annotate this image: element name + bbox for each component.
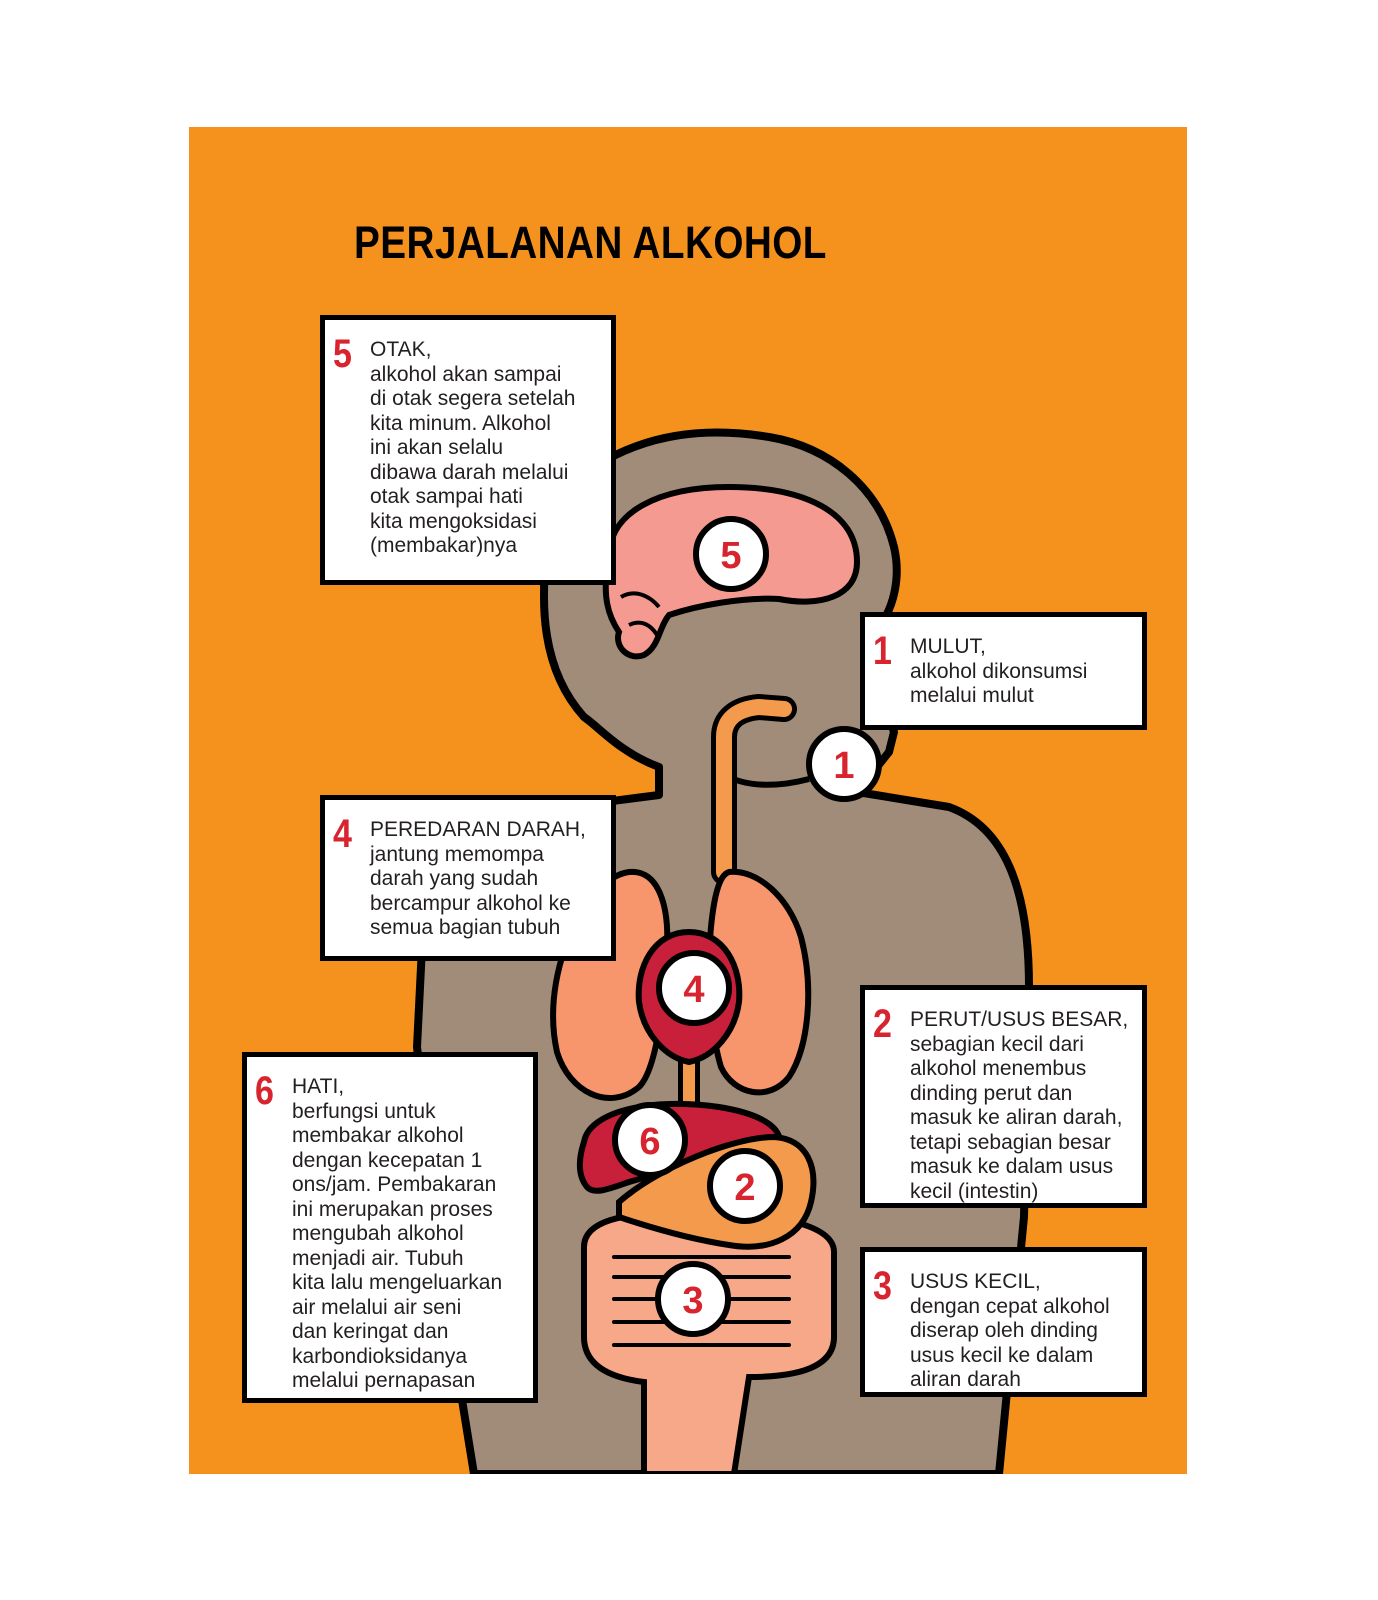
step-body: alkohol akan sampai di otak segera setel… [370, 362, 576, 558]
esophagus-inner [716, 698, 792, 880]
step-heading: HATI, [292, 1075, 345, 1098]
step-body: sebagian kecil dari alkohol menembus din… [910, 1032, 1123, 1203]
marker-1[interactable]: 1 [806, 726, 882, 802]
step-description: MULUT,alkohol dikonsumsi melalui mulut [910, 635, 1138, 709]
marker-1-label: 1 [833, 745, 854, 787]
info-box-small-intestine: 3 USUS KECIL,dengan cepat alkohol disera… [860, 1247, 1147, 1397]
step-heading: MULUT, [910, 635, 986, 658]
step-body: alkohol dikonsumsi melalui mulut [910, 659, 1088, 708]
step-body: dengan cepat alkohol diserap oleh dindin… [910, 1294, 1110, 1392]
brain-fold [619, 591, 661, 637]
step-heading: OTAK, [370, 338, 432, 361]
step-number: 2 [873, 1002, 892, 1046]
marker-3-label: 3 [682, 1280, 703, 1322]
marker-4[interactable]: 4 [656, 950, 732, 1026]
step-number: 1 [873, 629, 892, 673]
info-box-mouth: 1 MULUT,alkohol dikonsumsi melalui mulut [860, 612, 1147, 730]
info-box-blood-circulation: 4 PEREDARAN DARAH,jantung memompa darah … [320, 795, 616, 961]
step-number: 6 [255, 1069, 274, 1113]
step-description: OTAK,alkohol akan sampai di otak segera … [370, 338, 607, 559]
marker-5-label: 5 [720, 535, 741, 577]
marker-2[interactable]: 2 [707, 1148, 783, 1224]
marker-2-label: 2 [734, 1167, 755, 1209]
step-body: jantung memompa darah yang sudah bercamp… [370, 842, 571, 940]
page-title: PERJALANAN ALKOHOL [354, 217, 827, 268]
step-number: 5 [333, 332, 352, 376]
step-body: berfungsi untuk membakar alkohol dengan … [292, 1099, 503, 1393]
marker-3[interactable]: 3 [655, 1261, 731, 1337]
info-box-brain: 5 OTAK,alkohol akan sampai di otak seger… [320, 315, 616, 585]
info-box-liver: 6 HATI,berfungsi untuk membakar alkohol … [242, 1052, 538, 1403]
step-description: PERUT/USUS BESAR,sebagian kecil dari alk… [910, 1008, 1138, 1204]
info-box-stomach: 2 PERUT/USUS BESAR,sebagian kecil dari a… [860, 985, 1147, 1208]
poster: 5 1 4 6 2 3 PERJALANAN ALKOHOL 5 OTAK,al… [189, 127, 1187, 1474]
step-heading: PERUT/USUS BESAR, [910, 1008, 1129, 1031]
step-heading: USUS KECIL, [910, 1270, 1041, 1293]
step-heading: PEREDARAN DARAH, [370, 818, 586, 841]
marker-4-label: 4 [683, 969, 704, 1011]
step-number: 4 [333, 812, 352, 856]
step-description: PEREDARAN DARAH,jantung memompa darah ya… [370, 818, 607, 941]
marker-6-label: 6 [639, 1121, 660, 1163]
step-number: 3 [873, 1264, 892, 1308]
marker-5[interactable]: 5 [693, 516, 769, 592]
lung-right [706, 868, 812, 1096]
marker-6[interactable]: 6 [612, 1102, 688, 1178]
step-description: USUS KECIL,dengan cepat alkohol diserap … [910, 1270, 1138, 1393]
step-description: HATI,berfungsi untuk membakar alkohol de… [292, 1075, 529, 1394]
